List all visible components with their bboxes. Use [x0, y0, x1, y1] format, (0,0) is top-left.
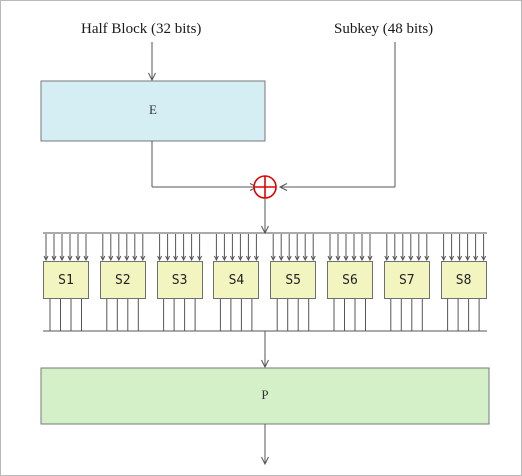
sbox-input-arrowhead	[75, 255, 81, 262]
sbox-input-arrowhead	[124, 255, 130, 262]
expansion-box	[40, 80, 266, 142]
sbox-input-arrowhead	[351, 255, 357, 262]
sbox-input-arrowhead	[132, 255, 138, 262]
sbox-input-arrowhead	[165, 255, 171, 262]
sbox-3: S3	[156, 261, 203, 299]
subkey-to-xor-arrowhead	[278, 183, 288, 191]
sbox-input-arrowhead	[100, 255, 106, 262]
half-block-arrowhead	[148, 72, 156, 82]
sbox-input-arrowhead	[51, 255, 57, 262]
sbox-input-arrowhead	[270, 255, 276, 262]
sbox-input-arrowhead	[384, 255, 390, 262]
sbox-input-arrowhead	[359, 255, 365, 262]
sbox-input-arrowhead	[140, 255, 146, 262]
sbox-input-arrowhead	[302, 255, 308, 262]
sbox-input-arrowhead	[181, 255, 187, 262]
sbox-input-arrowhead	[116, 255, 122, 262]
sbox-input-arrowhead	[327, 255, 333, 262]
sbox-input-arrowhead	[221, 255, 227, 262]
sbox-input-arrowhead	[108, 255, 114, 262]
expansion-label: E	[149, 102, 157, 117]
sbox-input-arrowhead	[449, 255, 455, 262]
sbox-input-arrowhead	[424, 255, 430, 262]
sbox-input-arrowhead	[473, 255, 479, 262]
sbox-input-arrowhead	[457, 255, 463, 262]
sbox-input-arrowhead	[286, 255, 292, 262]
sbox-input-arrowhead	[481, 255, 487, 262]
sbox-input-arrowhead	[157, 255, 163, 262]
sbox-input-arrowhead	[400, 255, 406, 262]
sbox-input-arrowhead	[67, 255, 73, 262]
sbox-input-arrowhead	[441, 255, 447, 262]
sbox-input-arrowhead	[43, 255, 49, 262]
sbox-input-arrowhead	[213, 255, 219, 262]
sbox-input-arrowhead	[367, 255, 373, 262]
sbox-input-arrowhead	[253, 255, 259, 262]
sbox-input-arrowhead	[278, 255, 284, 262]
half-block-label: Half Block (32 bits)	[81, 21, 202, 37]
sbox-input-arrowhead	[189, 255, 195, 262]
sbox-input-arrowhead	[416, 255, 422, 262]
permutation-box	[40, 367, 490, 425]
sbox-5: S5	[270, 261, 317, 299]
sbox-input-arrowhead	[408, 255, 414, 262]
sbox-1: S1	[43, 261, 89, 299]
sbox-input-arrowhead	[335, 255, 341, 262]
sbox-input-arrowhead	[343, 255, 349, 262]
permutation-input-arrowhead	[261, 359, 269, 369]
sbox-4: S4	[213, 261, 260, 299]
sbox-8: S8	[440, 261, 487, 299]
sbox-input-arrowhead	[83, 255, 89, 262]
sbox-2: S2	[99, 261, 146, 299]
sbox-input-arrowhead	[465, 255, 471, 262]
permutation-output-arrowhead	[261, 456, 269, 466]
subkey-label: Subkey (48 bits)	[334, 21, 434, 37]
sbox-input-arrowhead	[197, 255, 203, 262]
sbox-input-arrowhead	[229, 255, 235, 262]
sbox-input-arrowhead	[310, 255, 316, 262]
sbox-input-arrowhead	[173, 255, 179, 262]
permutation-label: P	[261, 387, 269, 402]
sbox-6: S6	[327, 261, 373, 299]
sbox-input-arrowhead	[237, 255, 243, 262]
sbox-7: S7	[383, 261, 430, 299]
sbox-input-arrowhead	[392, 255, 398, 262]
sbox-input-arrowhead	[59, 255, 65, 262]
sbox-input-arrowhead	[294, 255, 300, 262]
sbox-input-arrowhead	[245, 255, 251, 262]
